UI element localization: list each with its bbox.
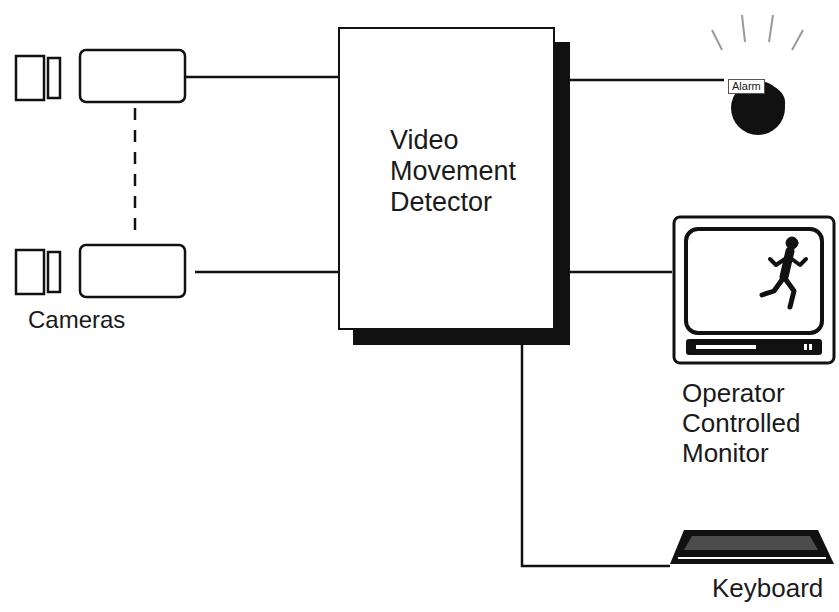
camera-icon [10,240,195,304]
wire-connector [570,79,724,82]
upper-camera [16,50,185,102]
wire-connector [570,271,672,274]
keyboard-label: Keyboard [712,574,823,604]
monitor-icon [672,215,837,367]
camera-body [80,50,185,102]
alarm-tag: Alarm [728,79,765,94]
more-cameras-dashes [134,108,137,240]
detector-box: Video Movement Detector [338,27,570,345]
monitor-label: Operator Controlled Monitor [682,379,832,469]
alarm-rays [712,15,803,50]
camera-lens [48,58,60,98]
wire-connector [522,345,670,566]
camera-label: Cameras [28,306,188,334]
detector-label: Video Movement Detector [390,125,540,218]
camera-lens-hood [16,56,44,100]
camera-node: Cameras [10,240,195,340]
bell-icon [724,58,804,138]
keyboard-icon [668,528,836,568]
monitor-node: Operator Controlled Monitor [672,215,837,505]
wire-connector [195,271,338,274]
camera-wire [185,76,338,79]
keyboard-node: Keyboard [668,528,836,612]
alarm-bell: Alarm [724,58,804,138]
